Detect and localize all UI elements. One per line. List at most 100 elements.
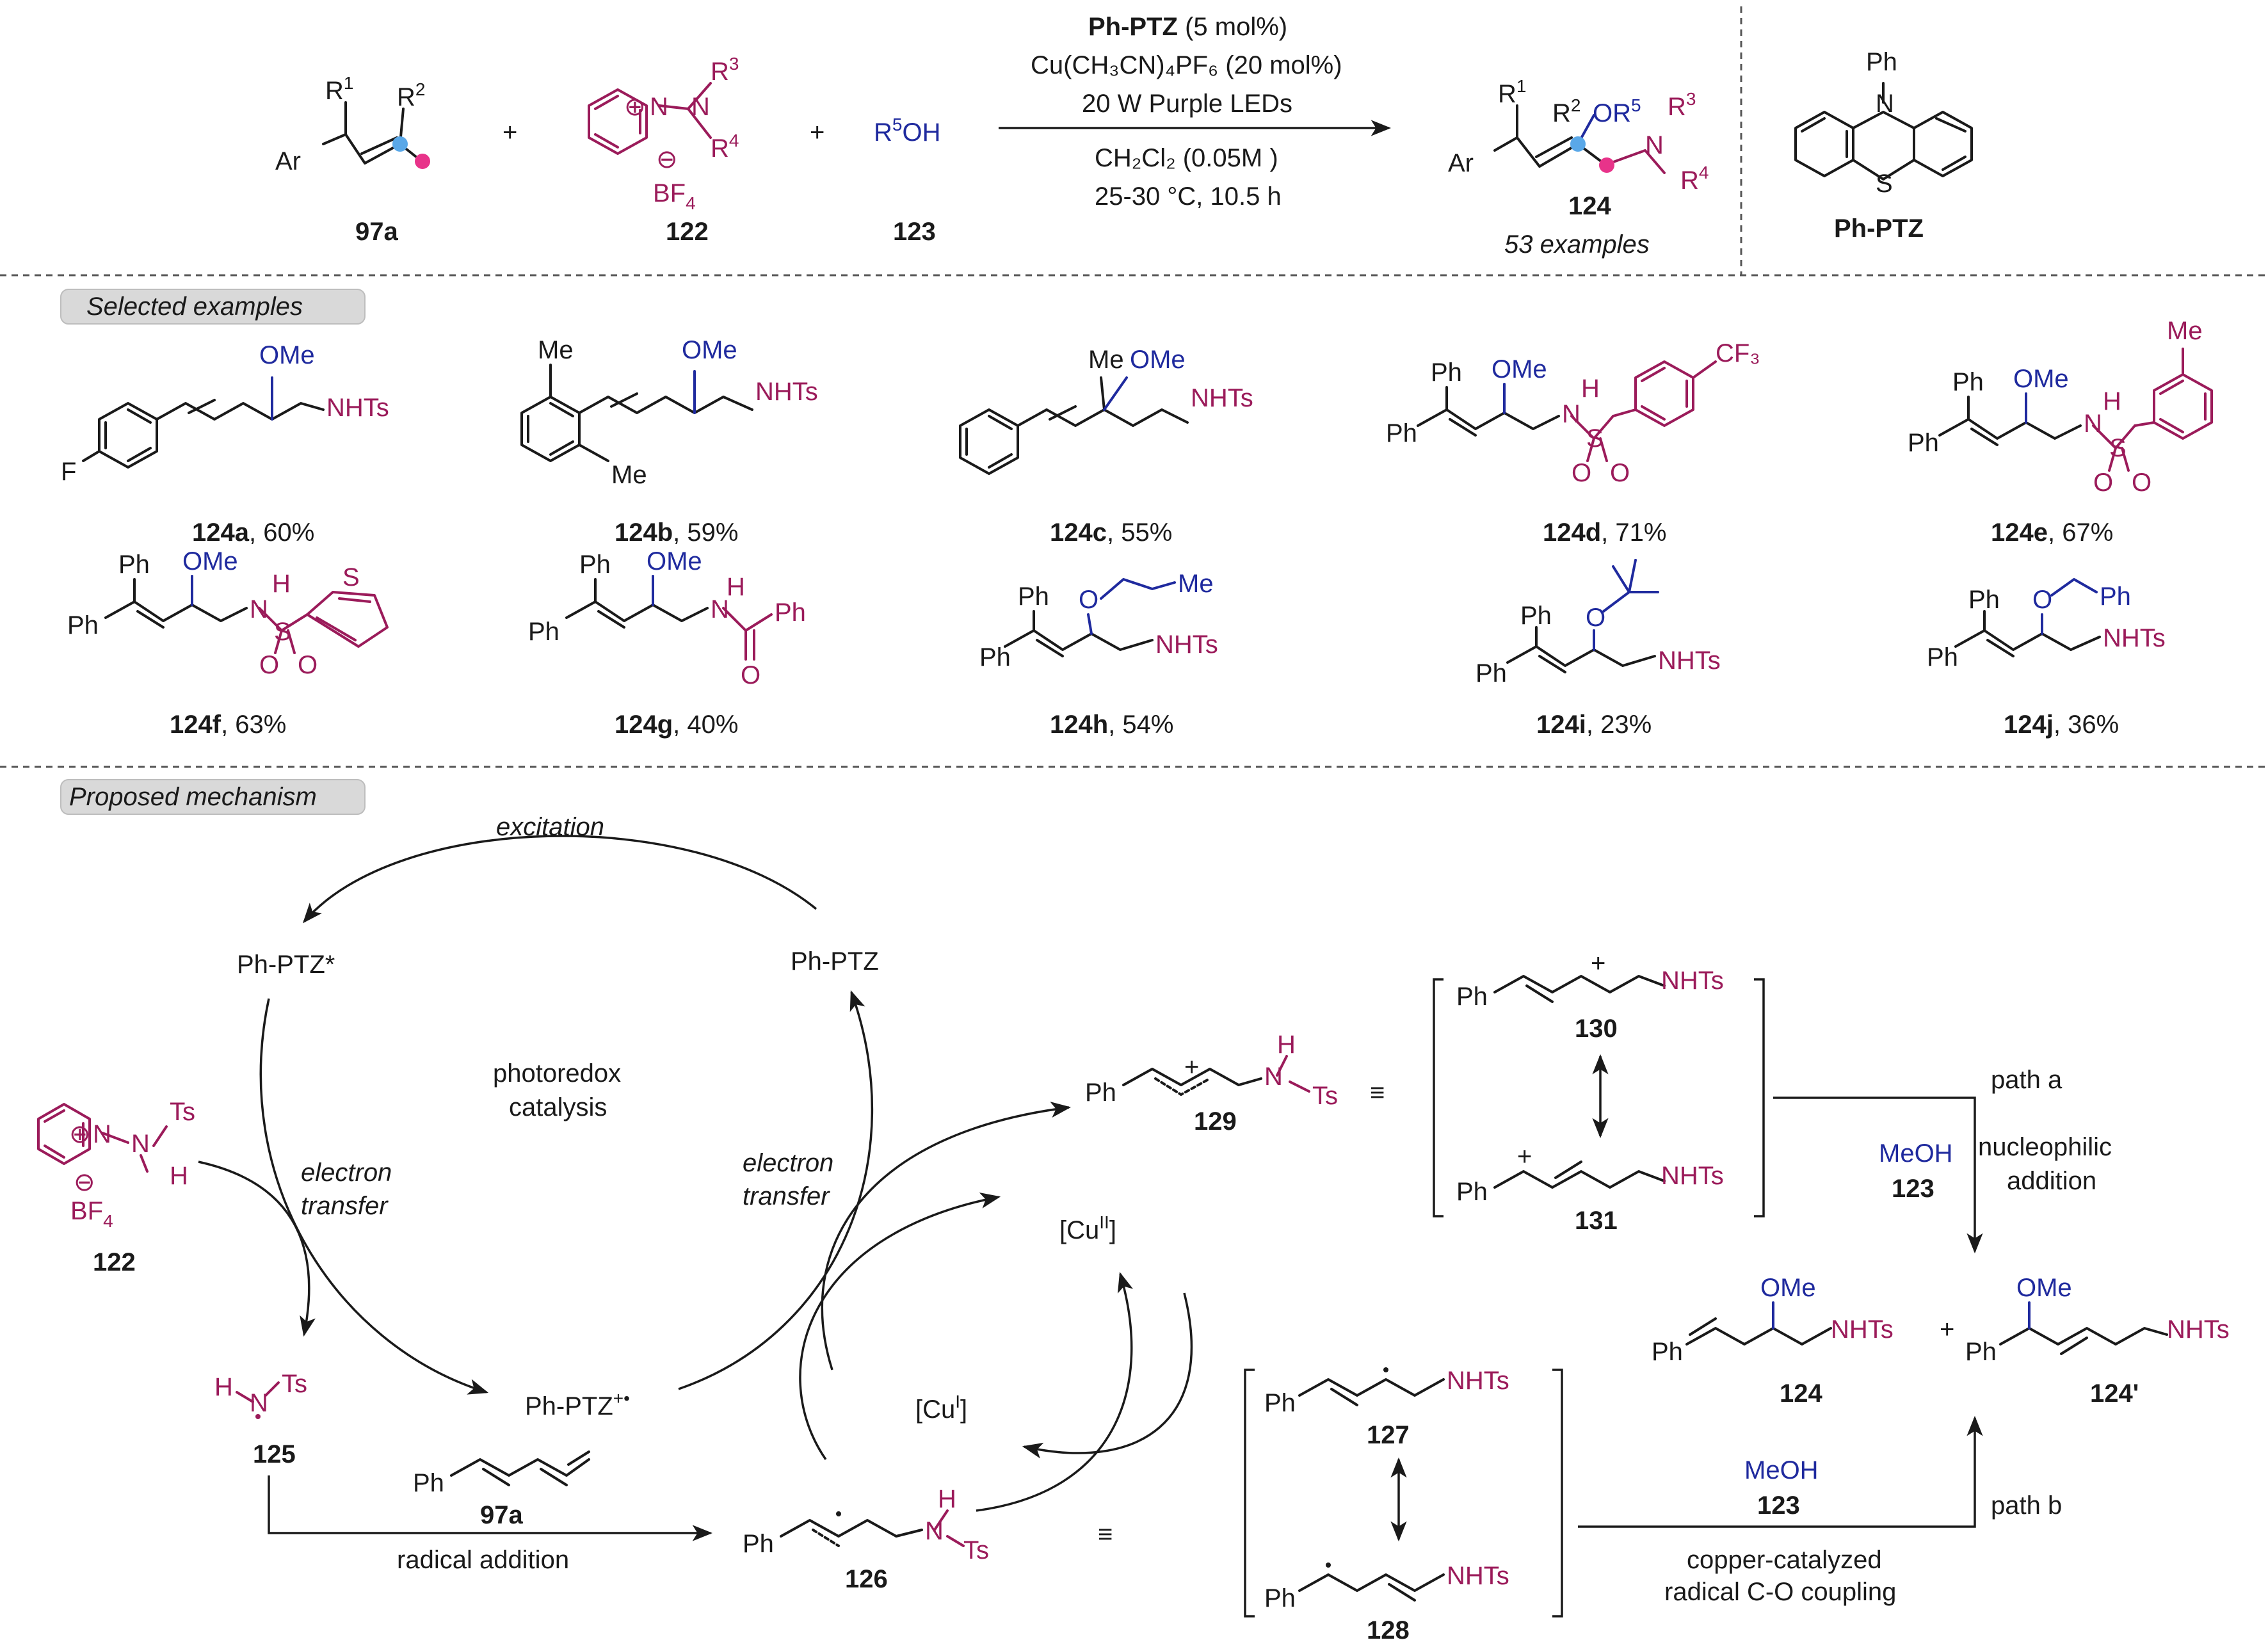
compound-id: 125	[253, 1440, 296, 1468]
methoxy-label: OMe	[2016, 1274, 2072, 1302]
example-124e: Ph Ph OMe H N S O O Me 124e, 67%	[1908, 317, 2213, 547]
oxygen-label: O	[1586, 604, 1605, 632]
intermediate-131: Ph + NHTs 131	[1456, 1143, 1724, 1235]
methoxy-label: OMe	[2013, 365, 2069, 393]
minus-charge: ⊖	[74, 1168, 95, 1196]
compound-id: 123	[893, 218, 936, 246]
intermediate-127: Ph NHTs 127	[1264, 1367, 1509, 1449]
example-124c: Me OMe NHTs 124c, 55%	[959, 346, 1253, 547]
r4-label: R4	[1680, 163, 1709, 195]
nucleophilic-label: nucleophilic	[1978, 1133, 2112, 1161]
counterion-label: BF4	[653, 179, 696, 213]
oxygen-label: O	[2132, 469, 2151, 497]
example-124h: Ph Ph O Me NHTs 124h, 54%	[979, 570, 1218, 739]
example-label: 124d, 71%	[1543, 518, 1666, 547]
light-line: 20 W Purple LEDs	[1082, 90, 1292, 118]
thiophene-sulfur-label: S	[342, 563, 360, 591]
r2-label: R2	[397, 79, 425, 111]
nhts-label: NHTs	[755, 378, 818, 406]
compound-id: 127	[1367, 1421, 1410, 1449]
intermediate-129: + Ph H N Ts 129	[1085, 1031, 1338, 1136]
nitrogen-label: N	[1645, 131, 1664, 159]
r3-label: R3	[1668, 89, 1696, 121]
phenyl-label: Ph	[1908, 429, 1939, 457]
sulfur-label: S	[1876, 170, 1893, 198]
hydrogen-label: H	[272, 570, 291, 598]
hydrogen-label: H	[938, 1485, 956, 1513]
phenyl-label: Ph	[1965, 1338, 1997, 1366]
phenyl-label: Ph	[1018, 582, 1049, 611]
compound-id: 126	[845, 1565, 888, 1593]
cf3-label: CF₃	[1716, 339, 1760, 367]
radical-addition-arrow	[268, 1475, 713, 1541]
reactant-123: R5OH 123	[874, 115, 940, 246]
nucleophilic-label: addition	[2007, 1167, 2096, 1195]
example-label: 124e, 67%	[1991, 518, 2113, 547]
methoxy-label: OMe	[182, 547, 238, 575]
copper-line: Cu(CH₃CN)₄PF₆ (20 mol%)	[1031, 51, 1342, 79]
compound-id: 123	[1757, 1491, 1800, 1520]
methyl-label: Me	[538, 336, 574, 364]
phenyl-label: Ph	[1431, 358, 1462, 387]
photoredox-label: photoredox	[493, 1059, 621, 1088]
phenyl-label: Ph	[1264, 1389, 1296, 1417]
nitrogen-label: N	[650, 93, 668, 121]
blue-carbon-dot	[392, 136, 408, 152]
nhts-label: NHTs	[1661, 1162, 1724, 1190]
radical-dot	[255, 1414, 261, 1419]
or5-label: OR5	[1593, 95, 1641, 127]
compound-id: 97a	[480, 1501, 523, 1529]
examples-count: 53 examples	[1504, 230, 1650, 259]
equivalence-sign: ≡	[1370, 1079, 1385, 1107]
compound-id: 122	[93, 1248, 136, 1276]
reaction-conditions: Ph-PTZ (5 mol%) Cu(CH₃CN)₄PF₆ (20 mol%) …	[999, 13, 1392, 211]
phenyl-label: Ph	[1520, 602, 1552, 630]
plus-sign: +	[810, 118, 824, 147]
example-label: 124j, 36%	[2004, 711, 2119, 739]
temp-time-line: 25-30 °C, 10.5 h	[1095, 182, 1282, 211]
ph-ptz: Ph-PTZ	[791, 947, 879, 976]
phenyl-label: Ph	[1386, 419, 1417, 447]
catalyst-line: Ph-PTZ (5 mol%)	[1088, 13, 1287, 41]
nhts-label: NHTs	[2167, 1315, 2230, 1344]
radical-dot	[836, 1511, 841, 1516]
cation-plus: +	[1591, 949, 1605, 977]
compound-id: 124	[1780, 1379, 1822, 1408]
radical-dot	[1326, 1563, 1331, 1568]
hydrogen-label: H	[1581, 374, 1600, 403]
methyl-label: Me	[1178, 570, 1214, 598]
r3-label: R3	[711, 54, 739, 86]
compound-id: 97a	[355, 218, 398, 246]
electron-transfer-label: electron	[301, 1159, 392, 1187]
hydrogen-label: H	[170, 1162, 188, 1190]
blue-carbon-dot	[1570, 136, 1586, 152]
plus-sign: +	[1940, 1315, 1954, 1344]
methoxy-label: OMe	[1130, 346, 1186, 374]
radical-125: H N Ts 125	[214, 1370, 307, 1468]
ar-label: Ar	[1448, 149, 1474, 177]
phenyl-label: Ph	[1968, 586, 2000, 614]
reactant-97a: Ar R1 R2 97a	[275, 73, 430, 246]
example-124b: Me Me OMe NHTs 124b, 59%	[520, 336, 818, 547]
cu-ii-label: [CuII]	[1059, 1212, 1116, 1244]
phenyl-label: Ph	[118, 550, 150, 579]
oxygen-label: O	[1079, 586, 1098, 614]
methoxy-label: OMe	[1760, 1274, 1816, 1302]
example-label: 124g, 40%	[615, 711, 738, 739]
phenyl-label: Ph	[579, 550, 611, 579]
path-a-arrow	[1773, 1097, 1983, 1254]
compound-id: 129	[1194, 1107, 1237, 1136]
electron-transfer-label: transfer	[301, 1192, 389, 1220]
ph-ptz-radical-cation: Ph-PTZ+•	[525, 1388, 630, 1420]
to-129-arrow	[821, 1102, 1072, 1370]
phenyl-label: Ph	[528, 618, 559, 646]
compound-id: 124	[1568, 192, 1611, 220]
electron-transfer-label: transfer	[743, 1182, 830, 1210]
cation-plus: +	[1517, 1143, 1532, 1171]
example-124d: Ph Ph OMe H N S O O CF₃ 124d, 71%	[1386, 339, 1760, 547]
tosyl-label: Ts	[1312, 1082, 1338, 1110]
oxygen-label: O	[1610, 459, 1630, 487]
pyridinium-plus: ⊕	[624, 93, 646, 121]
counterion-label: BF4	[70, 1197, 113, 1231]
